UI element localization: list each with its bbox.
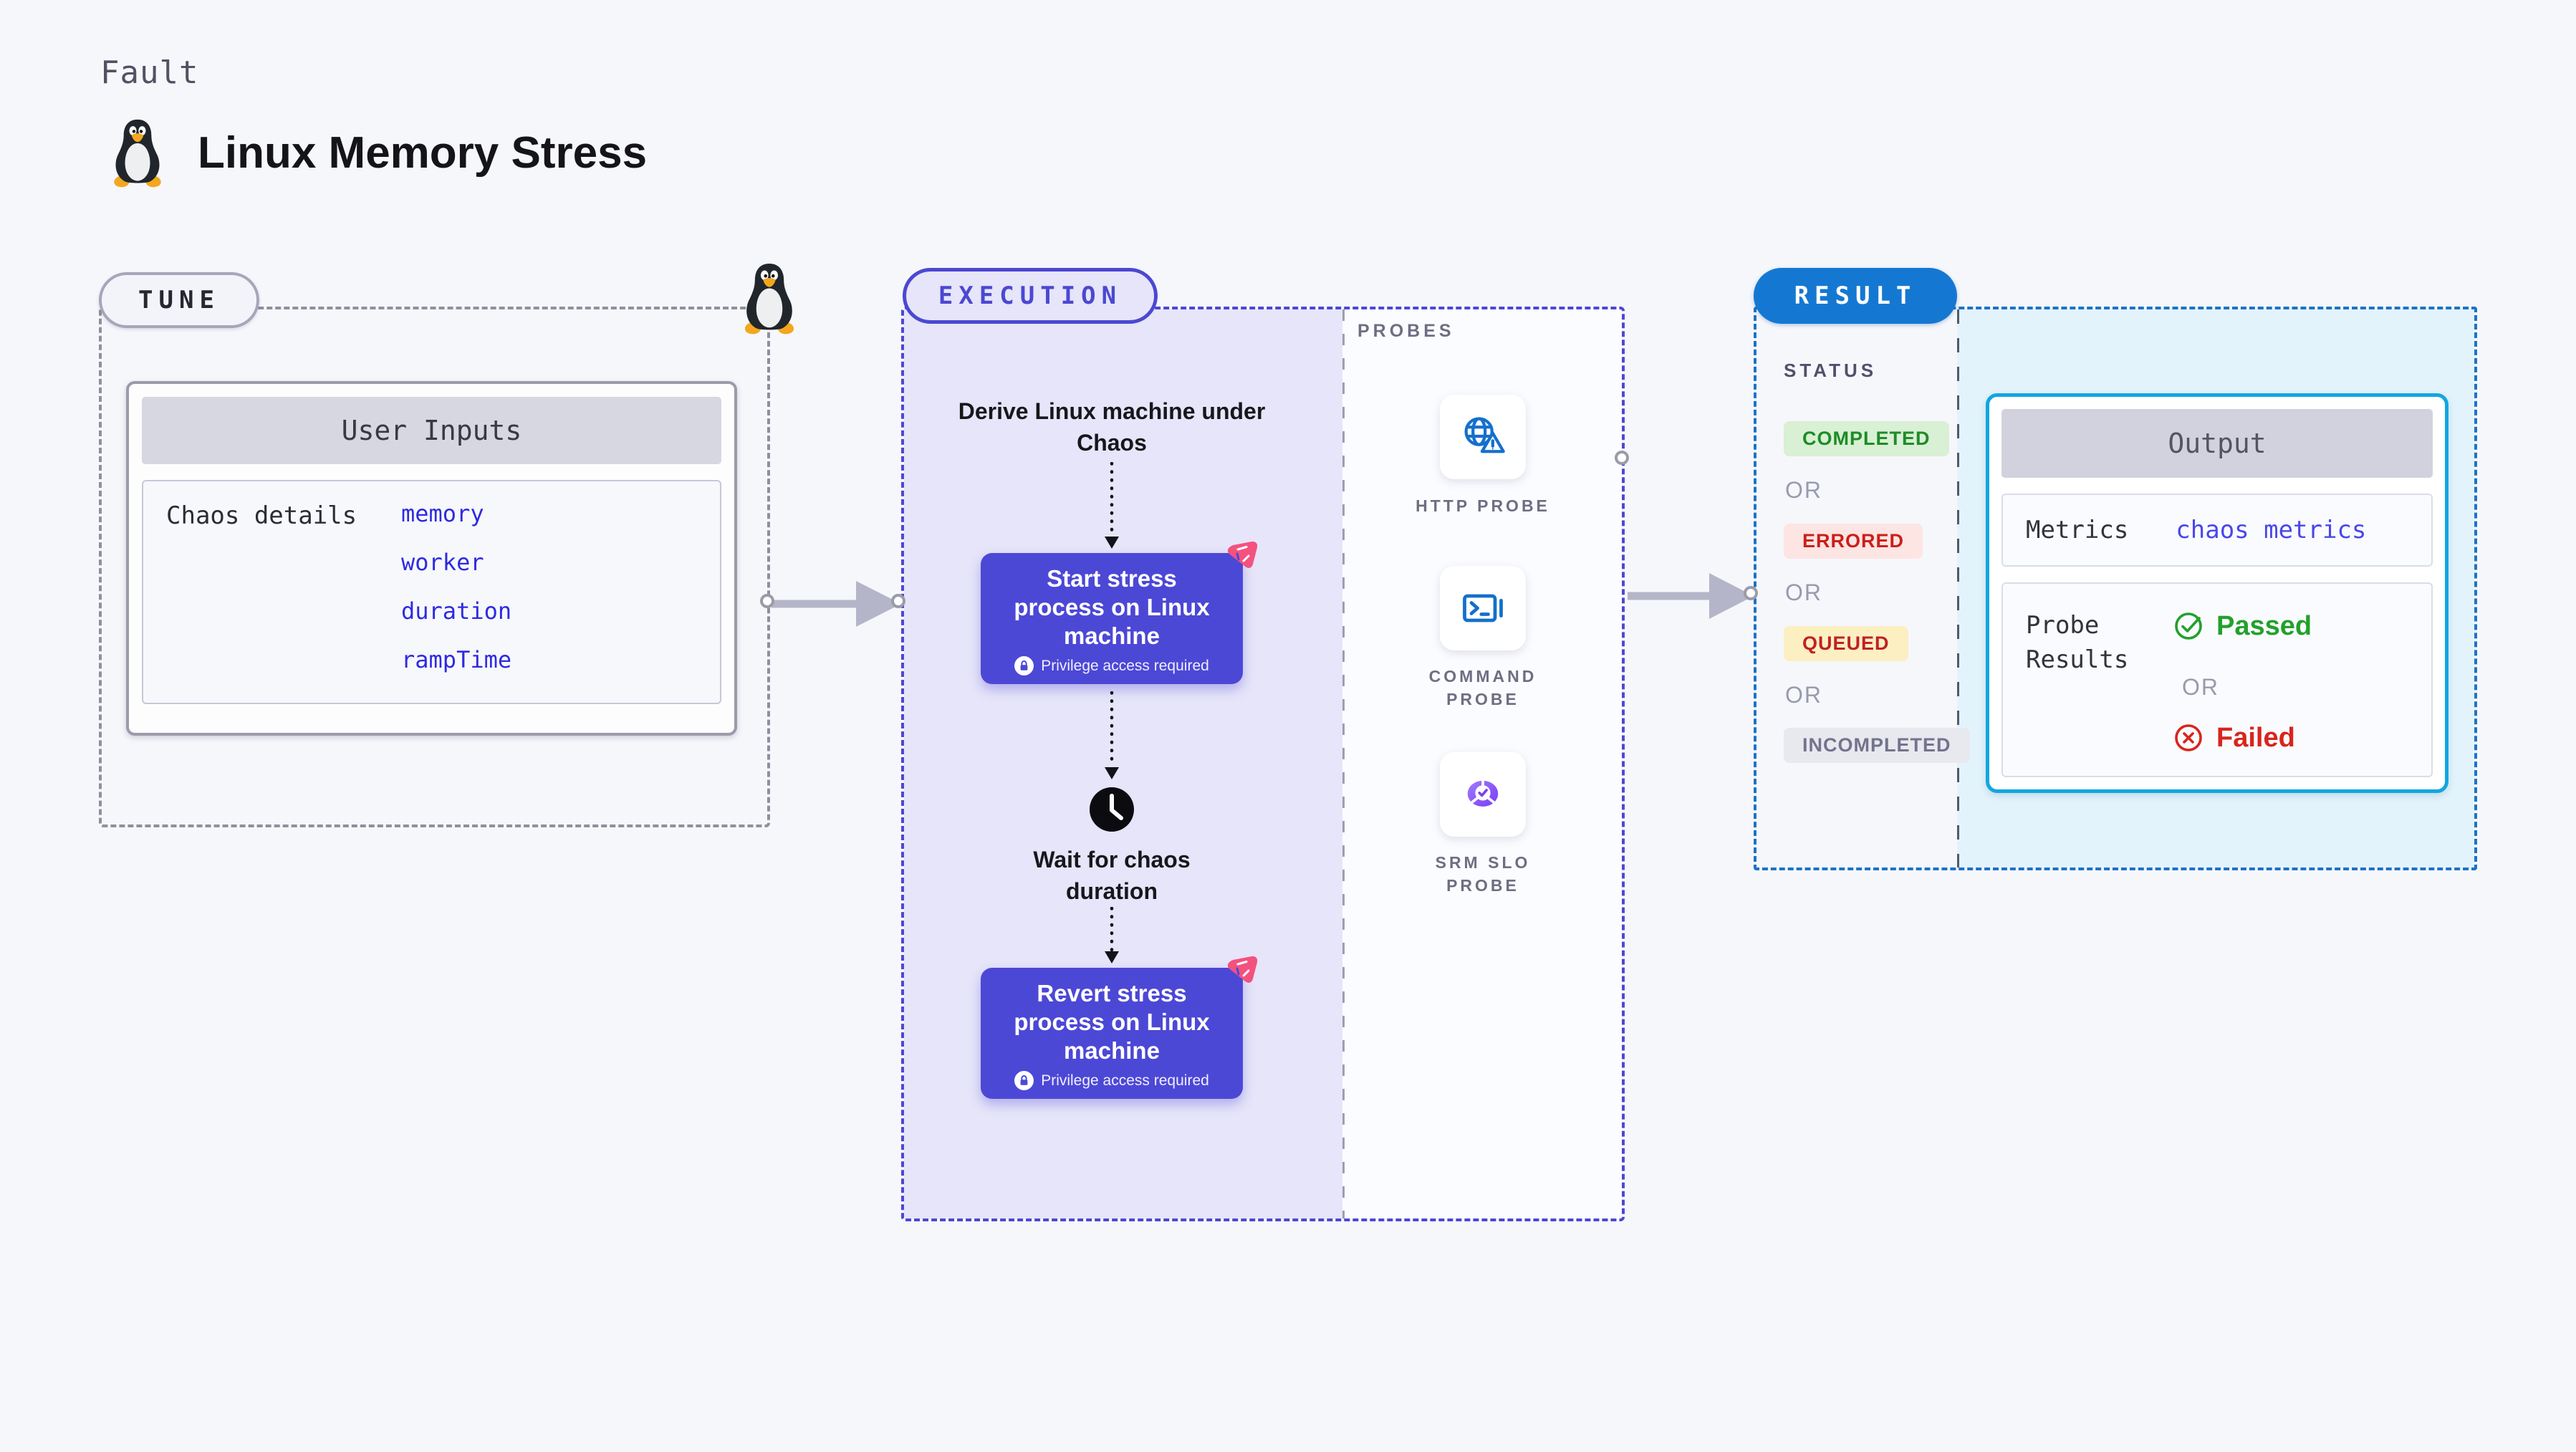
command-probe-card	[1440, 566, 1526, 650]
privilege-note: Privilege access required	[1041, 657, 1209, 674]
lock-icon	[1014, 656, 1034, 675]
or-separator: OR	[1785, 477, 1822, 503]
chaos-icon	[1227, 956, 1257, 983]
tune-pill: TUNE	[99, 272, 259, 328]
dotted-arrow-icon	[1105, 907, 1119, 963]
user-inputs-header: User Inputs	[142, 397, 721, 464]
or-separator: OR	[1785, 682, 1822, 708]
start-stress-node: Start stress process on Linux machine Pr…	[981, 553, 1243, 684]
execution-pill-label: EXECUTION	[938, 282, 1123, 310]
check-circle-icon	[2175, 612, 2202, 640]
metrics-row: Metrics chaos metrics	[2001, 494, 2433, 567]
command-probe-label: COMMAND PROBE	[1428, 667, 1537, 708]
globe-warning-icon	[1464, 417, 1505, 453]
tux-icon-small	[744, 263, 794, 335]
connector-dot	[1615, 451, 1629, 465]
output-card-header: Output	[2001, 409, 2433, 478]
status-badge-errored: ERRORED	[1784, 524, 1923, 559]
or-separator: OR	[2182, 674, 2219, 700]
metrics-label: Metrics	[2026, 516, 2129, 544]
passed-result: Passed	[2172, 610, 2312, 643]
result-status-divider	[1957, 309, 1959, 867]
wait-step-label: Wait for chaos duration	[1033, 847, 1191, 904]
failed-label: Failed	[2216, 722, 2295, 753]
dotted-arrow-icon	[1105, 462, 1119, 549]
status-badge-incompleted: INCOMPLETED	[1784, 728, 1970, 763]
page-title: Linux Memory Stress	[198, 128, 648, 178]
flow-arrow-icon	[1628, 573, 1754, 619]
result-pill-label: RESULT	[1794, 282, 1917, 310]
output-title: Output	[2168, 428, 2267, 459]
passed-label: Passed	[2216, 610, 2312, 641]
chaos-details-panel	[142, 480, 721, 704]
derive-step-label: Derive Linux machine under Chaos	[958, 398, 1266, 456]
http-probe-label: HTTP PROBE	[1416, 496, 1550, 515]
http-probe-card	[1440, 395, 1526, 479]
probe-results-label: Probe Results	[2026, 611, 2129, 674]
chaos-metrics-link[interactable]: chaos metrics	[2176, 516, 2367, 544]
x-circle-icon	[2175, 724, 2202, 751]
flow-arrow-icon	[772, 581, 901, 627]
srm-slo-probe-label: SRM SLO PROBE	[1435, 853, 1531, 895]
start-stress-text: Start stress process on Linux machine	[1014, 565, 1210, 649]
execution-pill: EXECUTION	[903, 268, 1158, 324]
tux-icon	[114, 119, 161, 188]
lock-icon	[1014, 1071, 1034, 1090]
privilege-note: Privilege access required	[1041, 1072, 1209, 1089]
connector-dot	[891, 594, 905, 608]
input-link-worker[interactable]: worker	[401, 549, 484, 576]
fault-eyebrow: Fault	[100, 54, 199, 91]
or-separator: OR	[1785, 580, 1822, 605]
revert-stress-text: Revert stress process on Linux machine	[1014, 980, 1210, 1064]
input-link-duration[interactable]: duration	[401, 597, 512, 625]
result-pill: RESULT	[1754, 268, 1957, 324]
chaos-details-label: Chaos details	[166, 501, 357, 530]
chaos-icon	[1227, 541, 1257, 568]
status-badge-completed: COMPLETED	[1784, 421, 1949, 456]
execution-probes-divider	[1342, 309, 1345, 1218]
clock-icon	[1090, 787, 1134, 832]
revert-stress-node: Revert stress process on Linux machine P…	[981, 968, 1243, 1099]
terminal-icon	[1463, 594, 1503, 622]
tune-section-box	[99, 307, 770, 827]
connector-dot	[760, 594, 774, 608]
status-heading: STATUS	[1784, 360, 1878, 381]
user-inputs-title: User Inputs	[341, 415, 522, 446]
probe-results-row: Probe Results Passed OR Failed	[2001, 582, 2433, 777]
slo-donut-check-icon	[1467, 779, 1499, 807]
connector-dot	[1744, 586, 1758, 600]
probes-heading: PROBES	[1357, 321, 1455, 341]
failed-result: Failed	[2172, 721, 2295, 754]
tune-pill-label: TUNE	[138, 286, 220, 314]
srm-slo-probe-card	[1440, 752, 1526, 837]
input-link-ramptime[interactable]: rampTime	[401, 646, 512, 673]
input-link-memory[interactable]: memory	[401, 500, 484, 527]
dotted-arrow-icon	[1105, 691, 1119, 779]
status-badge-queued: QUEUED	[1784, 626, 1908, 661]
